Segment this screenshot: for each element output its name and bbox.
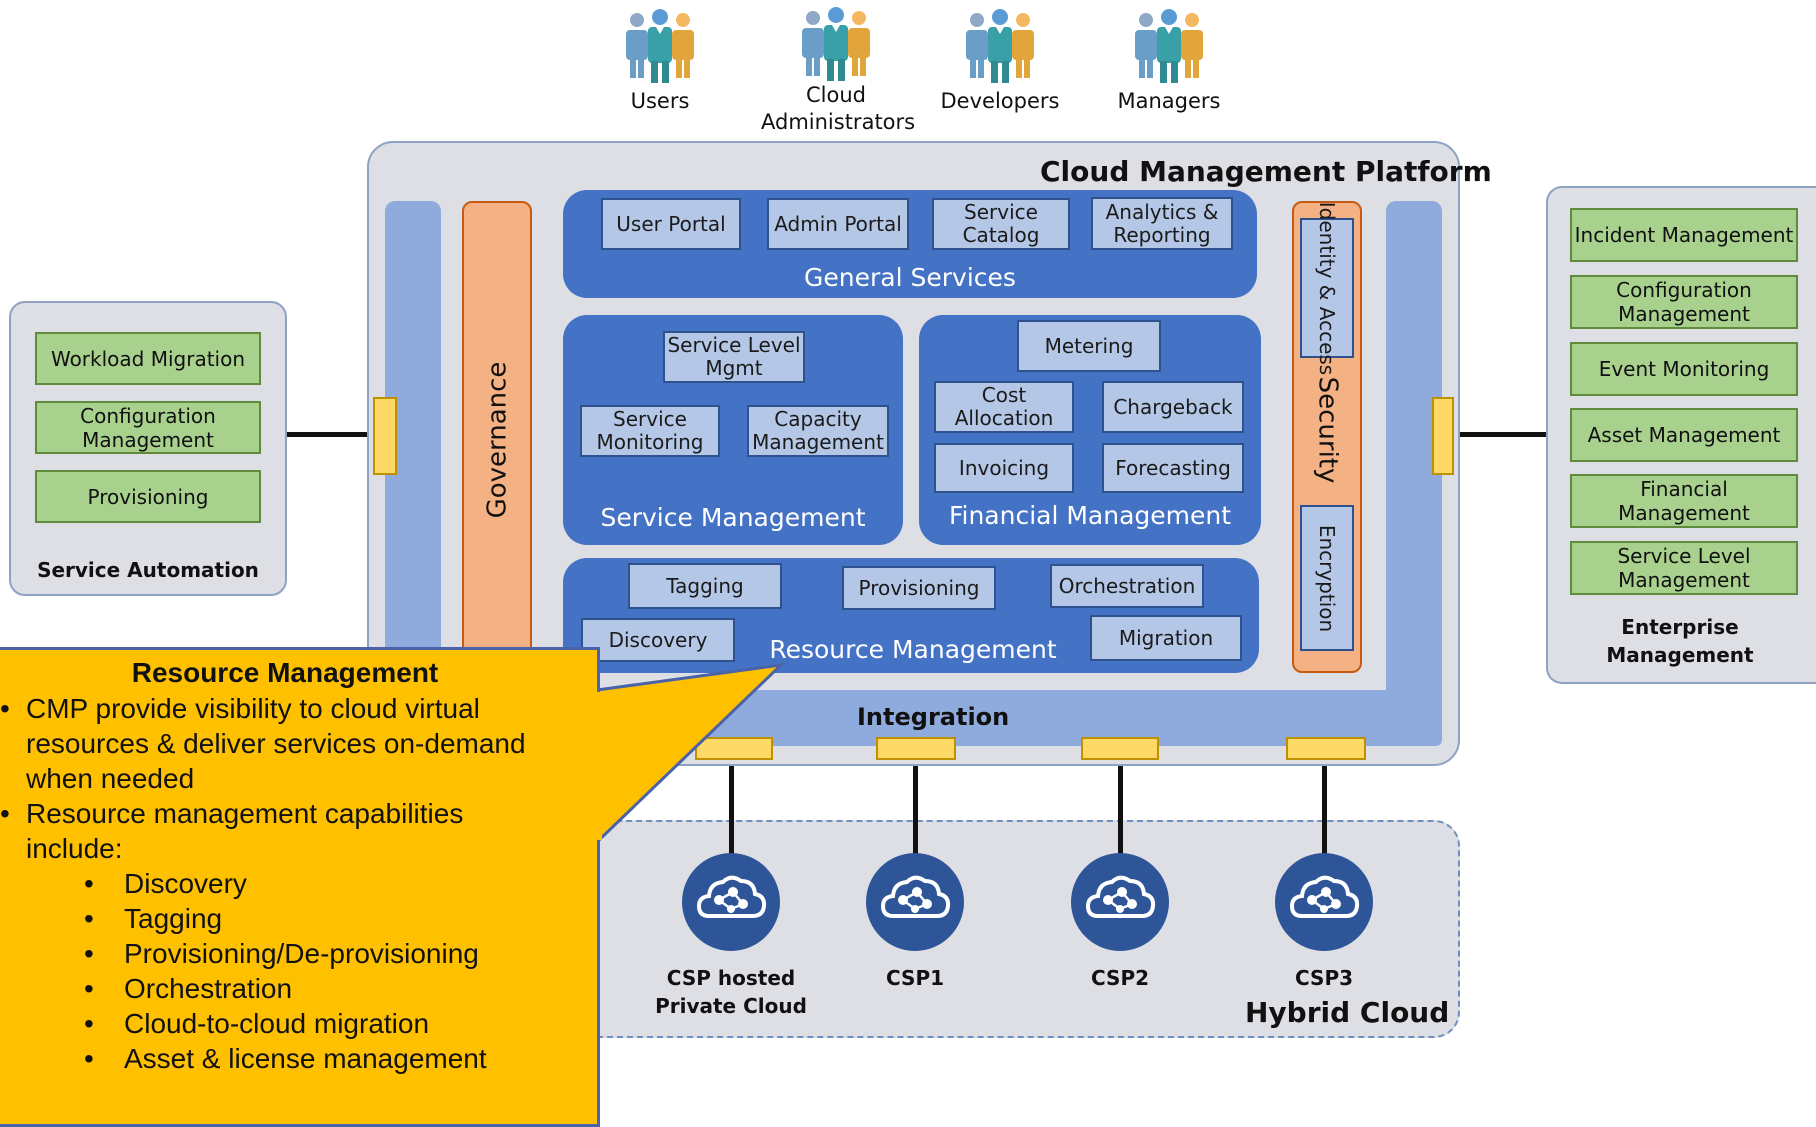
callout-box bbox=[0, 647, 600, 1127]
connector-port bbox=[373, 397, 397, 475]
callout-sub-bullet: • Discovery bbox=[84, 866, 590, 901]
connector-port bbox=[1286, 737, 1366, 760]
orchestration-box: Orchestration bbox=[1050, 564, 1204, 608]
event-monitoring-box: Event Monitoring bbox=[1570, 342, 1798, 396]
hybrid-cloud-title: Hybrid Cloud bbox=[1245, 996, 1450, 1029]
bullet-dot: • bbox=[84, 903, 94, 934]
callout-bullet: • CMP provide visibility to cloud virtua… bbox=[0, 691, 590, 796]
connector-port bbox=[876, 737, 956, 760]
service-monitoring-box: Service Monitoring bbox=[580, 405, 720, 457]
callout-pointer-fill bbox=[590, 692, 602, 840]
enterprise-management-title: Enterprise Management bbox=[1606, 615, 1754, 667]
connector-line bbox=[1452, 432, 1546, 437]
callout-bullet: • Resource management capabilities inclu… bbox=[0, 796, 590, 866]
forecasting-box: Forecasting bbox=[1102, 443, 1244, 493]
platform-title: Cloud Management Platform bbox=[1040, 155, 1492, 188]
analytics-reporting-box: Analytics & Reporting bbox=[1091, 197, 1233, 250]
asset-management-box: Asset Management bbox=[1570, 408, 1798, 462]
admin-portal-box: Admin Portal bbox=[767, 198, 909, 250]
incident-management-box: Incident Management bbox=[1570, 208, 1798, 262]
discovery-box: Discovery bbox=[581, 618, 735, 662]
bullet-dot: • bbox=[0, 693, 10, 724]
connector-line bbox=[913, 756, 918, 856]
callout-sub-bullet: • Asset & license management bbox=[84, 1041, 590, 1076]
identity-access-box: Identity & Access bbox=[1300, 201, 1354, 375]
bullet-dot: • bbox=[84, 1008, 94, 1039]
callout-sub-bullet: • Orchestration bbox=[84, 971, 590, 1006]
cloud-csp2: CSP2 bbox=[1020, 852, 1220, 992]
callout-sub-bullet-text: Provisioning/De-provisioning bbox=[124, 938, 479, 969]
persona-label: Developers bbox=[940, 89, 1060, 113]
chargeback-box: Chargeback bbox=[1102, 381, 1244, 433]
callout-sub-bullet: • Provisioning/De-provisioning bbox=[84, 936, 590, 971]
workload-migration-box: Workload Migration bbox=[35, 332, 261, 385]
configuration-management-box: Configuration Management bbox=[1570, 275, 1798, 329]
provisioning-box: Provisioning bbox=[842, 566, 996, 610]
financial-management-box: Financial Management bbox=[1570, 474, 1798, 528]
callout-sub-bullet-text: Asset & license management bbox=[124, 1043, 487, 1074]
cloud-csp3: CSP3 bbox=[1224, 852, 1424, 992]
configuration-management-box: Configuration Management bbox=[35, 401, 261, 454]
persona-users: Users bbox=[560, 8, 760, 115]
connector-line bbox=[729, 756, 734, 871]
callout-bullet-text: Resource management capabilities include… bbox=[26, 798, 464, 864]
bullet-dot: • bbox=[84, 868, 94, 899]
cloud-label: CSP3 bbox=[1294, 966, 1354, 990]
tagging-box: Tagging bbox=[628, 563, 782, 609]
connector-line bbox=[286, 432, 378, 437]
callout-content: Resource Management • CMP provide visibi… bbox=[0, 655, 590, 1076]
cloud-csp-private: CSP hosted Private Cloud bbox=[631, 852, 831, 1020]
cloud-label: CSP hosted Private Cloud bbox=[655, 966, 807, 1018]
persona-cloud-administrators: Cloud Administrators bbox=[736, 8, 936, 136]
bullet-dot: • bbox=[0, 798, 10, 829]
connector-port bbox=[1432, 397, 1454, 475]
persona-label: Managers bbox=[1117, 89, 1221, 113]
provisioning-box: Provisioning bbox=[35, 470, 261, 523]
persona-managers: Managers bbox=[1069, 8, 1269, 115]
bullet-dot: • bbox=[84, 973, 94, 1004]
callout-bullet-text: CMP provide visibility to cloud virtual … bbox=[26, 693, 526, 794]
service-management-title: Service Management bbox=[600, 502, 866, 532]
resource-management-title: Resource Management bbox=[769, 634, 1057, 664]
service-catalog-box: Service Catalog bbox=[932, 198, 1070, 250]
integration-label: Integration bbox=[857, 703, 1010, 731]
callout-title: Resource Management bbox=[131, 657, 439, 688]
callout-sub-bullet-text: Tagging bbox=[124, 903, 223, 934]
callout-sub-bullet-text: Discovery bbox=[124, 868, 247, 899]
bullet-dot: • bbox=[84, 938, 94, 969]
connector-line bbox=[1322, 756, 1327, 856]
encryption-box: Encryption bbox=[1300, 505, 1354, 651]
invoicing-box: Invoicing bbox=[934, 443, 1074, 493]
callout-sub-bullet: • Cloud-to-cloud migration bbox=[84, 1006, 590, 1041]
cloud-label: CSP2 bbox=[1090, 966, 1150, 990]
metering-box: Metering bbox=[1017, 320, 1161, 372]
governance-bar: Governance bbox=[462, 201, 532, 679]
persona-developers: Developers bbox=[900, 8, 1100, 115]
capacity-management-box: Capacity Management bbox=[747, 405, 889, 457]
cost-allocation-box: Cost Allocation bbox=[934, 381, 1074, 433]
user-portal-box: User Portal bbox=[601, 198, 741, 250]
connector-line bbox=[1118, 756, 1123, 856]
general-services-title: General Services bbox=[804, 262, 1016, 292]
cloud-csp1: CSP1 bbox=[815, 852, 1015, 992]
financial-management-title: Financial Management bbox=[948, 500, 1232, 530]
bullet-dot: • bbox=[84, 1043, 94, 1074]
callout-sub-bullet: • Tagging bbox=[84, 901, 590, 936]
callout-sub-bullet-text: Orchestration bbox=[124, 973, 293, 1004]
persona-label: Users bbox=[630, 89, 690, 113]
service-automation-title: Service Automation bbox=[37, 558, 259, 582]
connector-port bbox=[1081, 737, 1159, 760]
migration-box: Migration bbox=[1090, 615, 1242, 661]
callout-sub-bullet-text: Cloud-to-cloud migration bbox=[124, 1008, 430, 1039]
cloud-label: CSP1 bbox=[885, 966, 945, 990]
service-level-management-box: Service Level Management bbox=[1570, 541, 1798, 595]
service-level-mgmt-box: Service Level Mgmt bbox=[663, 331, 805, 383]
persona-label: Cloud Administrators bbox=[761, 83, 916, 134]
